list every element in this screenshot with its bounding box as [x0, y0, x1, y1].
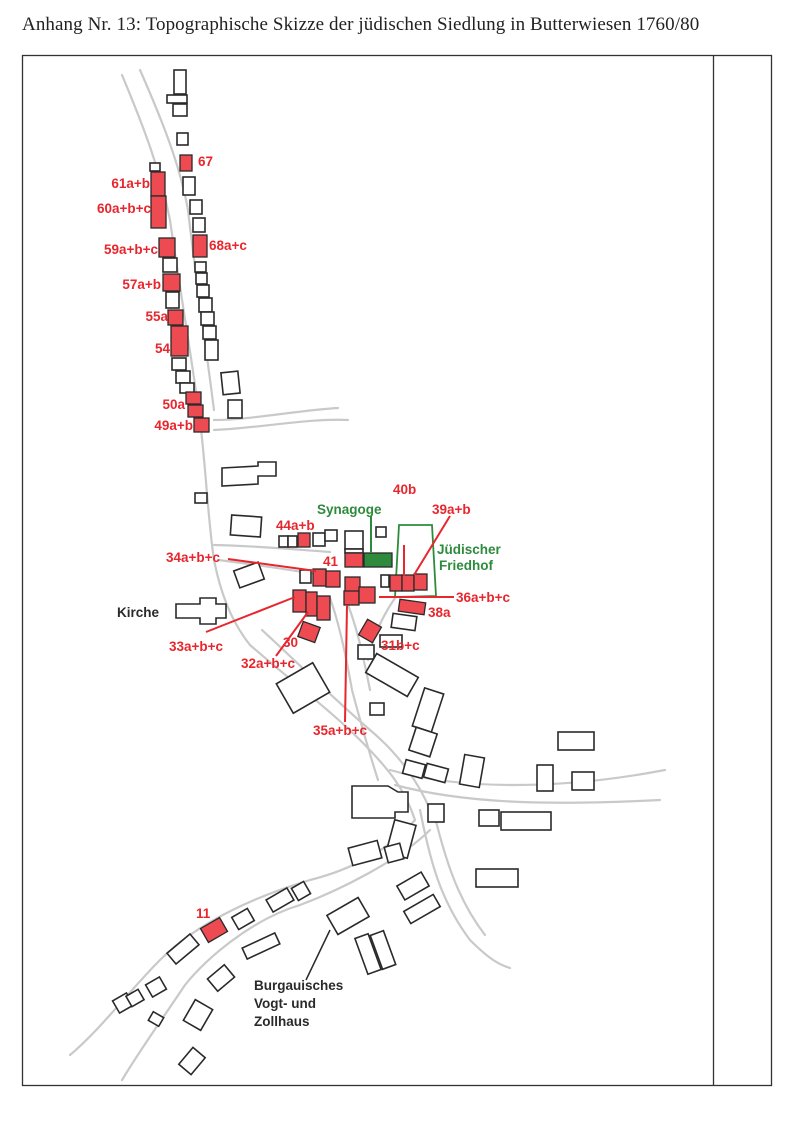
buildings-south — [111, 870, 442, 1076]
label-61: 61a+b — [111, 176, 150, 191]
leader-lines — [205, 515, 454, 981]
label-34: 34a+b+c — [166, 550, 221, 565]
label-32: 32a+b+c — [241, 656, 296, 671]
label-50: 50a — [162, 397, 185, 412]
label-40: 40b — [393, 482, 416, 497]
label-church: Kirche — [117, 605, 160, 620]
page-title: Anhang Nr. 13: Topographische Skizze der… — [22, 14, 700, 35]
other-labels: Kirche Burgauisches Vogt- und Zollhaus — [117, 605, 343, 1029]
label-57: 57a+b — [122, 277, 161, 292]
label-54: 54 — [155, 341, 171, 356]
label-67: 67 — [198, 154, 213, 169]
label-68: 68a+c — [209, 238, 247, 253]
label-55: 55a — [145, 309, 168, 324]
label-vogt-line1: Burgauisches — [254, 978, 343, 993]
buildings-north-east — [166, 69, 243, 419]
buildings-center — [175, 461, 595, 888]
label-vogt-line3: Zollhaus — [254, 1014, 310, 1029]
label-59: 59a+b+c — [104, 242, 159, 257]
label-11: 11 — [196, 906, 211, 921]
label-30: 30 — [283, 635, 298, 650]
label-49: 49a+b — [154, 418, 193, 433]
label-31: 31b+c — [381, 638, 420, 653]
label-35: 35a+b+c — [313, 723, 368, 738]
map-frame — [21, 54, 773, 1087]
label-39: 39a+b — [432, 502, 471, 517]
jewish-institution-labels: Synagoge Jüdischer Friedhof — [317, 502, 502, 573]
house-number-labels: 67 61a+b 60a+b+c 59a+b+c 68a+c 57a+b 55a… — [97, 154, 511, 921]
buildings-north-west — [149, 162, 210, 433]
label-44: 44a+b — [276, 518, 315, 533]
label-cemetery-line1: Jüdischer — [437, 542, 502, 557]
label-33: 33a+b+c — [169, 639, 224, 654]
label-vogt-line2: Vogt- und — [254, 996, 316, 1011]
label-cemetery-line2: Friedhof — [439, 558, 493, 573]
label-synagogue: Synagoge — [317, 502, 382, 517]
label-38: 38a — [428, 605, 451, 620]
label-41: 41 — [323, 554, 339, 569]
label-36: 36a+b+c — [456, 590, 511, 605]
label-60: 60a+b+c — [97, 201, 152, 216]
